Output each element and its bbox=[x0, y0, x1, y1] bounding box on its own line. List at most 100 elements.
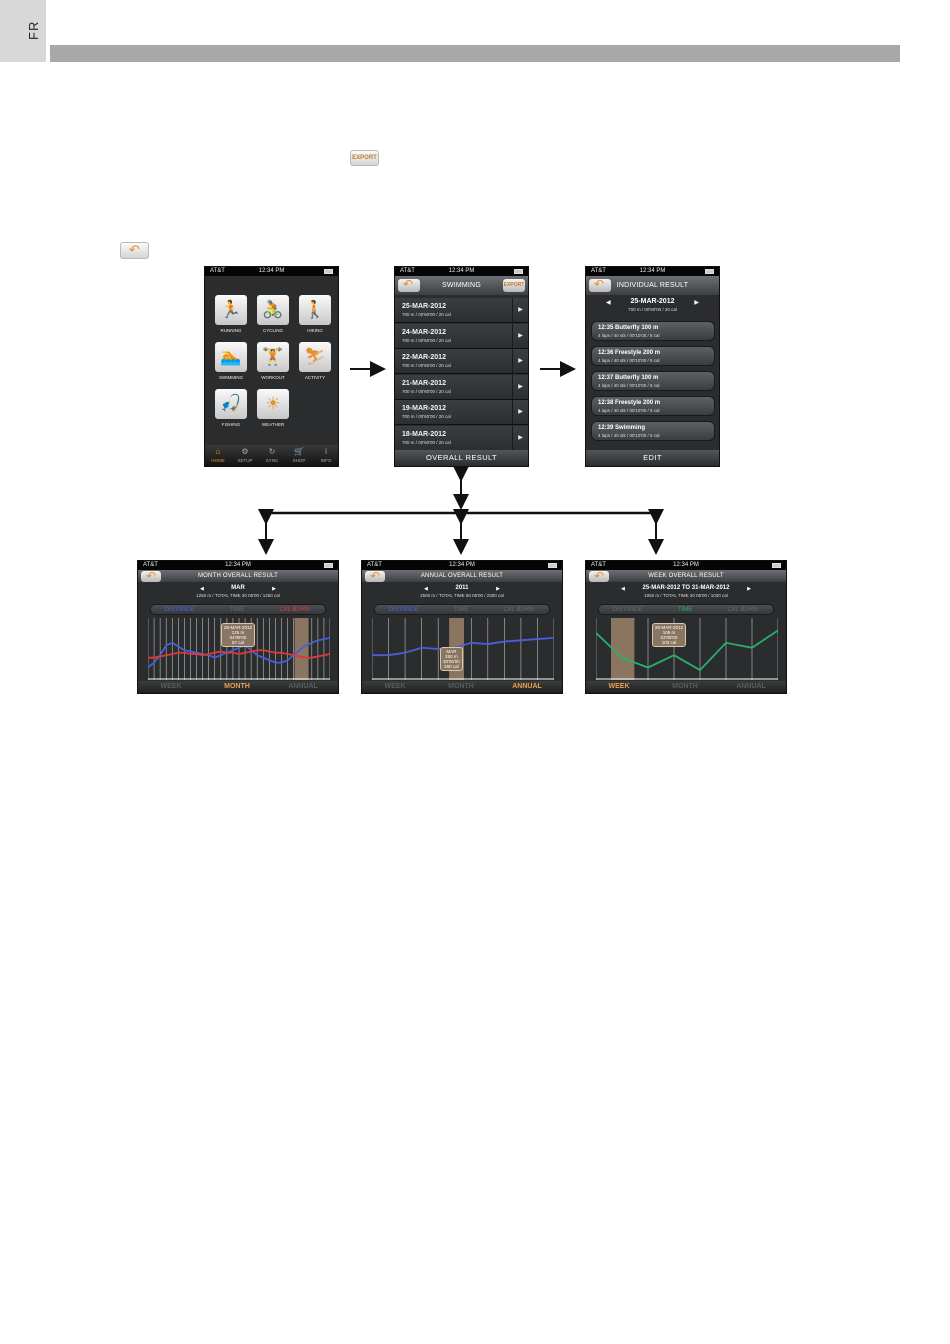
data-point bbox=[214, 652, 216, 654]
chevron-right-icon[interactable]: ▶ bbox=[512, 400, 528, 425]
activity-weather[interactable]: ☀WEATHER bbox=[255, 389, 291, 427]
screen-title: ANNUAL OVERALL RESULT bbox=[420, 573, 504, 579]
lap-detail: 4 laps / 40 stk / 00'10'00 / 5 cal bbox=[598, 333, 660, 338]
tab-shop[interactable]: 🛒SHOP bbox=[286, 447, 312, 463]
data-point bbox=[189, 653, 192, 655]
callout-line: 280 cal bbox=[444, 664, 459, 669]
session-summary: 700 m / 00'60'00 / 20 cal bbox=[402, 363, 451, 369]
data-point bbox=[202, 654, 204, 656]
back-button[interactable] bbox=[365, 569, 385, 583]
activity-hiking[interactable]: 🚶HIKING bbox=[297, 295, 333, 333]
period-month[interactable]: MONTH bbox=[224, 683, 250, 690]
tab-setup[interactable]: ⚙SETUP bbox=[232, 447, 258, 463]
lap-row[interactable]: 12:35 Butterfly 100 m 4 laps / 40 stk / 0… bbox=[591, 321, 715, 341]
next-date-arrow[interactable]: ▶ bbox=[694, 300, 699, 306]
tab-sync[interactable]: ↻SYNC bbox=[259, 447, 285, 463]
period-month[interactable]: MONTH bbox=[672, 683, 698, 690]
period-annual[interactable]: ANNUAL bbox=[288, 683, 318, 690]
chevron-right-icon[interactable]: ▶ bbox=[512, 298, 528, 322]
export-button[interactable]: EXPORT bbox=[503, 279, 525, 292]
data-point bbox=[165, 654, 167, 656]
data-point bbox=[268, 659, 270, 661]
period-week[interactable]: WEEK bbox=[160, 683, 182, 690]
period-summary: 2500 m / TOTAL TIME 50 05'00 / 2300 cal bbox=[420, 593, 504, 598]
back-button[interactable] bbox=[589, 277, 611, 292]
data-point bbox=[503, 640, 505, 643]
data-point bbox=[553, 637, 554, 639]
prev-period-arrow[interactable]: ◀ bbox=[200, 586, 204, 592]
battery-icon bbox=[705, 269, 714, 274]
prev-date-arrow[interactable]: ◀ bbox=[606, 300, 611, 306]
chevron-right-icon[interactable]: ▶ bbox=[512, 426, 528, 450]
activity-fishing[interactable]: 🎣FISHING bbox=[213, 389, 249, 427]
metric-selector: DISTANCE TIME CAL BURN bbox=[598, 604, 774, 615]
status-bar: AT&T 12:34 PM bbox=[395, 267, 528, 276]
prev-period-arrow[interactable]: ◀ bbox=[621, 586, 625, 592]
screen-title: WEEK OVERALL RESULT bbox=[648, 573, 724, 579]
period-month[interactable]: MONTH bbox=[448, 683, 474, 690]
data-point bbox=[673, 654, 675, 656]
screen-title: SWIMMING bbox=[442, 282, 481, 289]
metric-distance[interactable]: DISTANCE bbox=[612, 607, 643, 613]
next-period-arrow[interactable]: ▶ bbox=[496, 586, 500, 592]
home-icon: ⌂ bbox=[215, 447, 221, 456]
data-point bbox=[329, 637, 330, 639]
back-button[interactable] bbox=[398, 277, 420, 292]
prev-period-arrow[interactable]: ◀ bbox=[424, 586, 428, 592]
session-summary: 700 m / 00'60'00 / 20 cal bbox=[402, 440, 451, 445]
period-week[interactable]: WEEK bbox=[608, 683, 630, 690]
chevron-right-icon[interactable]: ▶ bbox=[512, 374, 528, 399]
activity-workout[interactable]: 🏋WORKOUT bbox=[255, 342, 291, 380]
activity-activity[interactable]: ⛷ACTIVITY bbox=[297, 342, 333, 380]
lap-title: 12:35 Butterfly 100 m bbox=[598, 325, 659, 331]
data-point bbox=[220, 654, 222, 656]
session-date: 18-MAR-2012 bbox=[402, 431, 446, 438]
period-annual[interactable]: ANNUAL bbox=[512, 683, 542, 690]
metric-time[interactable]: TIME bbox=[453, 607, 469, 613]
back-button[interactable] bbox=[589, 569, 609, 583]
period-label: MAR bbox=[231, 585, 245, 591]
next-period-arrow[interactable]: ▶ bbox=[272, 586, 276, 592]
period-summary: 1050 m / TOTAL TIME 20 05'00 / 1030 cal bbox=[644, 593, 728, 598]
activity-swimming[interactable]: 🏊SWIMMING bbox=[213, 342, 249, 380]
session-date: 21-MAR-2012 bbox=[402, 379, 446, 387]
edit-button[interactable]: EDIT bbox=[586, 450, 719, 466]
activity-cycling[interactable]: 🚴CYCLING bbox=[255, 295, 291, 333]
activity-running[interactable]: 🏃RUNNING bbox=[213, 295, 249, 333]
back-button[interactable] bbox=[141, 569, 161, 583]
running-icon: 🏃 bbox=[215, 295, 247, 325]
next-period-arrow[interactable]: ▶ bbox=[747, 586, 751, 592]
home-screen: AT&T 12:34 PM 🏃RUNNING🚴CYCLING🚶HIKING 🏊SW… bbox=[204, 266, 339, 467]
metric-distance[interactable]: DISTANCE bbox=[164, 607, 195, 613]
tab-label: HOME bbox=[211, 458, 225, 463]
metric-cal-burn[interactable]: CAL BURN bbox=[503, 607, 534, 613]
period-week[interactable]: WEEK bbox=[384, 683, 406, 690]
metric-distance[interactable]: DISTANCE bbox=[388, 607, 419, 613]
metric-time[interactable]: TIME bbox=[229, 607, 245, 613]
tab-home[interactable]: ⌂ HOME bbox=[205, 447, 231, 463]
swimming-icon: 🏊 bbox=[215, 342, 247, 372]
data-point bbox=[195, 653, 198, 655]
metric-time[interactable]: TIME bbox=[677, 607, 693, 613]
chevron-right-icon[interactable]: ▶ bbox=[512, 323, 528, 348]
status-bar: AT&T 12:34 PM bbox=[205, 267, 338, 276]
period-annual[interactable]: ANNUAL bbox=[736, 683, 766, 690]
data-point bbox=[323, 654, 325, 656]
data-point bbox=[262, 649, 264, 651]
metric-cal-burn[interactable]: CAL BURN bbox=[279, 607, 310, 613]
metric-cal-burn[interactable]: CAL BURN bbox=[727, 607, 758, 613]
overall-result-button[interactable]: OVERALL RESULT bbox=[395, 450, 528, 466]
chevron-right-icon[interactable]: ▶ bbox=[512, 349, 528, 374]
